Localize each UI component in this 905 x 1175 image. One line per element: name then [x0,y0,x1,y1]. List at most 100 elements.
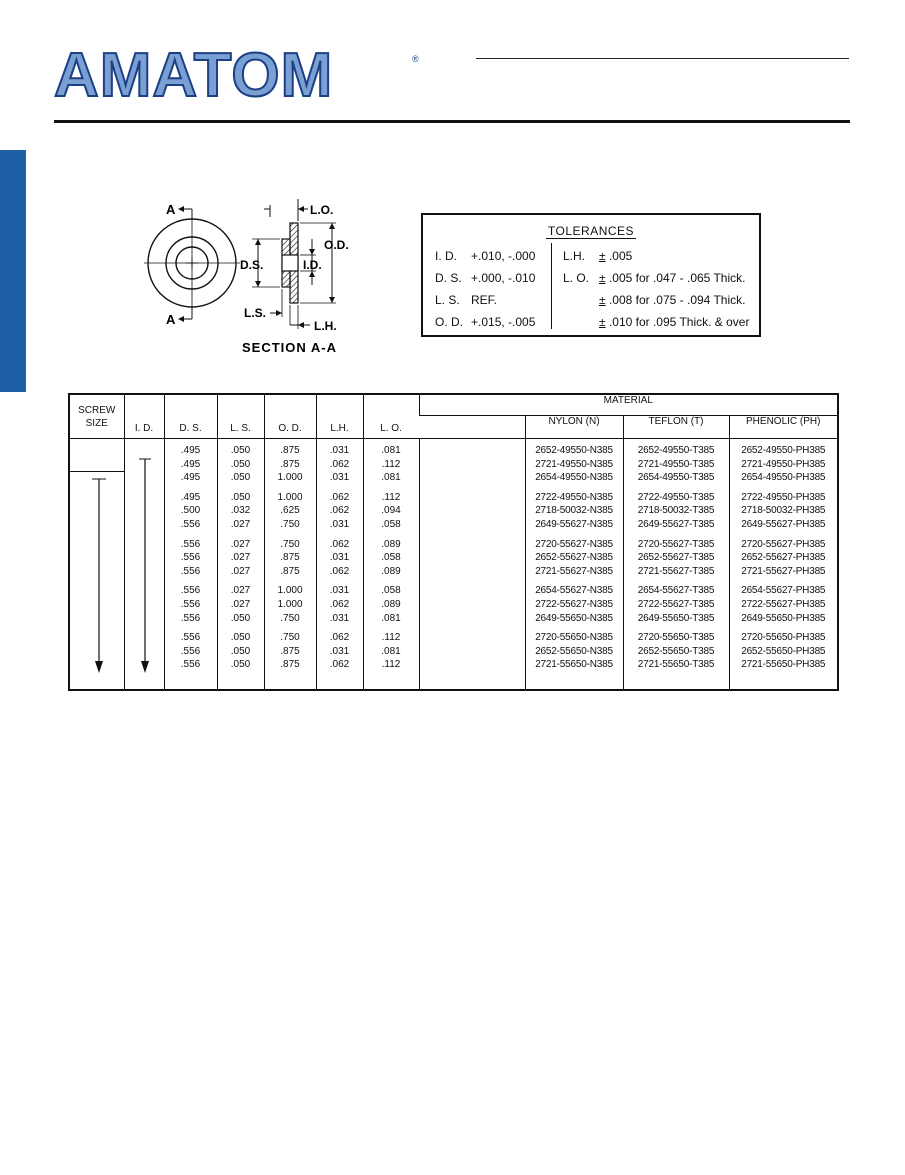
header-nylon: NYLON (N) [524,415,623,439]
table-cell: 2652-55650-T385 [637,645,715,657]
table-cell: 2652-49550-T385 [637,445,715,456]
table-cell: .062 [329,565,350,577]
table-cell: 2721-49550-N385 [535,458,613,470]
table-cell: .027 [230,565,251,577]
table-cell: .081 [381,612,401,624]
table-cell: .027 [230,518,251,530]
table-cell: 1.000 [277,585,303,597]
table-cell: 2720-55627-T385 [637,538,715,550]
table-cell: 2721-55627-PH385 [741,565,826,577]
label-od: O.D. [324,238,349,252]
table-cell: 2722-49550-N385 [535,491,613,503]
table-cell: .031 [329,645,350,657]
table-cell: .750 [280,538,300,550]
tol-value: ± .005 [599,249,633,263]
table-cell: .058 [381,552,401,564]
brand-name: AMATOM [53,41,334,110]
parts-table: SCREW SIZE I. D. D. S. L. S. O. D. L.H. … [68,393,839,691]
table-cell: 2649-55627-N385 [535,518,613,530]
header-phenolic: PHENOLIC (PH) [728,415,837,439]
tol-key: L. S. [435,293,460,307]
table-cell: .062 [329,632,350,644]
header-od: O. D. [263,395,316,439]
table-cell: .495 [180,445,201,456]
table-cell: 2720-55650-T385 [637,632,715,644]
table-cell: .062 [329,538,350,550]
table-cell: 2654-55627-PH385 [741,585,826,597]
table-cell: .625 [280,505,300,517]
ls-column: .050.050.050.050.032.027.027.027.027.027… [216,438,264,689]
table-cell: .112 [381,491,401,503]
table-cell: 1.000 [277,598,303,610]
table-cell: .031 [329,585,350,597]
header-ds: D. S. [163,395,217,439]
table-cell: 2654-49550-T385 [637,472,715,484]
table-cell: 2721-55650-T385 [637,659,715,671]
arrow-down-icon [138,458,151,673]
table-cell: 2722-49550-PH385 [741,491,826,503]
table-cell: 2652-55627-T385 [637,552,715,564]
table-cell: .875 [280,445,300,456]
table-cell: .556 [180,659,201,671]
label-a-top: A [166,202,176,217]
id-cell [123,438,164,689]
table-cell: .875 [280,552,300,564]
table-cell: 2721-49550-PH385 [741,458,826,470]
table-cell: 2649-55627-PH385 [741,518,826,530]
header-rule-thin [476,58,849,59]
table-cell: .556 [180,552,201,564]
table-cell: 2720-55627-PH385 [741,538,826,550]
table-cell: .556 [180,565,201,577]
washer-drawing: A A L.O. O.D. I.D. [144,199,349,355]
table-cell: 2649-55627-T385 [637,518,715,530]
table-cell: 2652-55650-PH385 [741,645,826,657]
tol-key: O. D. [435,315,464,329]
table-cell: .112 [381,659,401,671]
table-cell: .050 [230,458,251,470]
tol-value: REF. [471,293,498,307]
lh-column: .031.062.031.062.062.031.062.031.062.031… [315,438,363,689]
table-cell: 2649-55650-PH385 [741,612,826,624]
label-id: I.D. [303,258,322,272]
table-cell: 2654-55627-T385 [637,585,715,597]
ds-column: .495.495.495.495.500.556.556.556.556.556… [163,438,217,689]
section-caption: SECTION A-A [242,340,337,355]
table-cell: .556 [180,612,201,624]
label-a-bottom: A [166,312,176,327]
screw-size-cell [70,439,124,690]
table-cell: 2721-49550-T385 [637,458,715,470]
washer-diagram: A A L.O. O.D. I.D. [140,195,370,360]
table-cell: .050 [230,632,251,644]
registered-mark: ® [412,54,419,64]
table-cell: .050 [230,445,251,456]
table-cell: 2652-55627-PH385 [741,552,826,564]
header-id: I. D. [123,395,164,439]
table-cell: .556 [180,585,201,597]
tol-key: I. D. [435,249,458,263]
table-cell: .500 [180,505,201,517]
table-cell: 2718-50032-T385 [637,505,715,517]
table-cell: 2722-55627-N385 [535,598,613,610]
side-tab [0,150,26,392]
table-cell: 2721-55627-N385 [535,565,613,577]
table-cell: .089 [381,538,401,550]
table-cell: .112 [381,458,401,470]
header-lh: L.H. [315,395,363,439]
table-cell: 1.000 [277,472,303,484]
table-cell: 2652-49550-N385 [535,445,613,456]
table-cell: 2654-49550-PH385 [741,472,826,484]
table-cell: .050 [230,491,251,503]
table-cell: .089 [381,598,401,610]
table-cell: .875 [280,458,300,470]
table-cell: .062 [329,458,350,470]
tol-key: L.H. [563,249,586,263]
header-row-top: SCREW SIZE I. D. D. S. L. S. O. D. L.H. … [70,395,837,439]
brand-logo: AMATOM [53,44,424,108]
table-cell: 2649-55650-T385 [637,612,715,624]
table-cell: .027 [230,552,251,564]
table-cell: .089 [381,565,401,577]
table-cell: .750 [280,612,300,624]
table-cell: .062 [329,659,350,671]
table-cell: 2720-55650-N385 [535,632,613,644]
